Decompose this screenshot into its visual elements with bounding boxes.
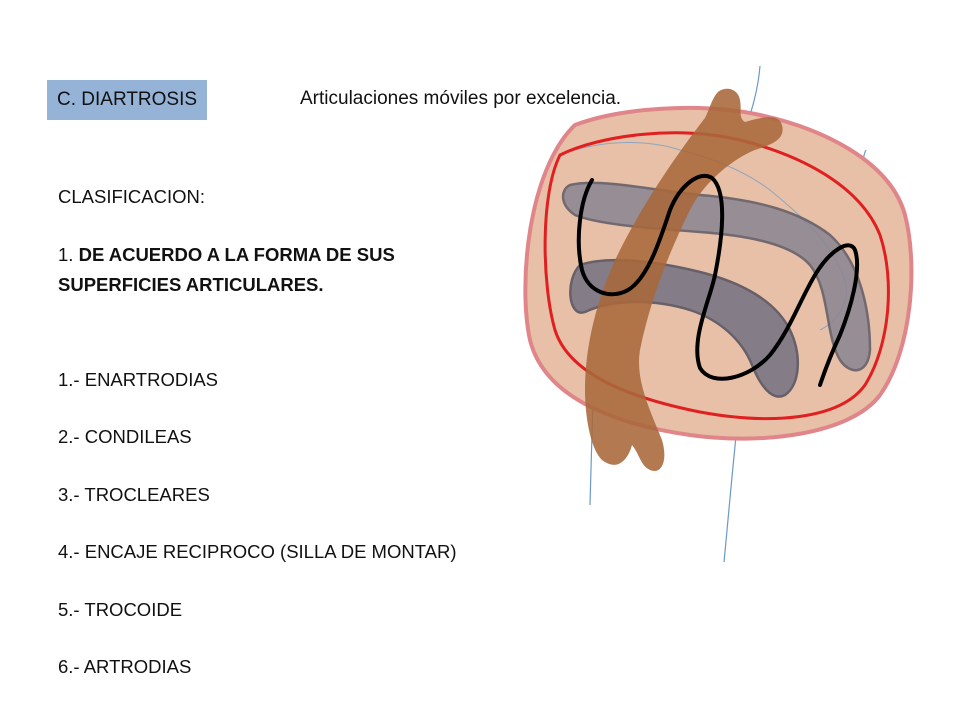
bone-upper <box>561 181 872 372</box>
criterion-text-line1: DE ACUERDO A LA FORMA DE SUS <box>73 244 395 265</box>
criterion-heading-line2: SUPERFICIES ARTICULARES. <box>58 274 324 295</box>
nerve-loop-right <box>695 243 860 387</box>
tendon-band <box>585 88 783 471</box>
slide-subtitle: Articulaciones móviles por excelencia. <box>300 88 622 109</box>
section-tag-label: C. DIARTROSIS <box>57 89 198 110</box>
list-item-trocleares: 3.- TROCLEARES <box>58 484 210 505</box>
joint-illustration <box>523 65 914 563</box>
nerve-loop-left <box>576 173 725 297</box>
list-item-encaje-reciproco: 4.- ENCAJE RECIPROCO (SILLA DE MONTAR) <box>58 541 457 562</box>
list-item-enartrodias: 1.- ENARTRODIAS <box>58 369 219 390</box>
list-item-artrodias: 6.- ARTRODIAS <box>58 656 192 677</box>
list-item-trocoide: 5.- TROCOIDE <box>58 599 183 620</box>
classification-label: CLASIFICACION: <box>58 186 205 207</box>
list-item-condileas: 2.- CONDILEAS <box>58 426 192 447</box>
criterion-number: 1. <box>58 244 74 265</box>
criterion-heading-line1: 1. DE ACUERDO A LA FORMA DE SUS <box>58 244 395 266</box>
section-tag: C. DIARTROSIS <box>47 80 207 120</box>
